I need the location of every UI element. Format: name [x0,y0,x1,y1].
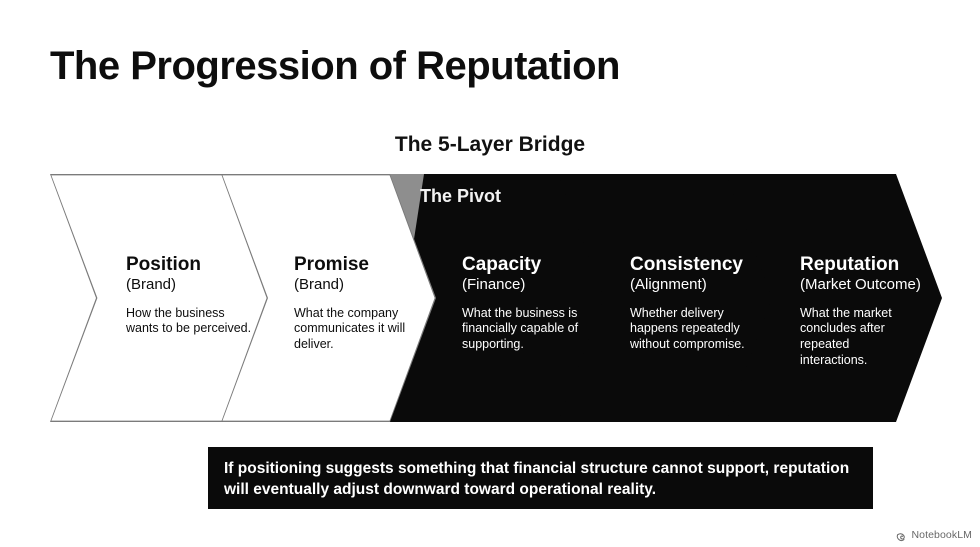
slide-subtitle: The 5-Layer Bridge [394,133,586,156]
stage-description: What the market concludes after repeated… [800,305,892,368]
chevron-diagram: Position (Brand) How the business wants … [0,168,980,428]
pivot-label: The Pivot [420,186,502,206]
stage-name: Reputation [800,254,900,275]
stage-content: Consistency (Alignment) Whether delivery… [554,174,772,422]
stage-description: Whether delivery happens repeatedly with… [630,305,745,352]
summary-banner-text: If positioning suggests something that f… [224,460,850,498]
stage-qualifier: (Alignment) [630,276,707,294]
stage-name: Capacity [462,254,542,275]
stage-description: What the company communicates it will de… [294,305,406,352]
stage-content: Promise (Brand) What the company communi… [218,174,436,422]
stage-description: How the business wants to be perceived. [126,305,252,336]
stage-name: Position [126,254,201,275]
stage-qualifier: (Brand) [294,276,345,294]
stage-name: Promise [294,254,369,275]
stage-description: What the business is financially capable… [462,305,579,352]
notebook-spiral-icon [896,530,907,541]
notebooklm-watermark: NotebookLM [896,529,972,541]
stage-qualifier: (Brand) [126,276,177,294]
stage-name: Consistency [630,254,743,275]
stage-chevron-position[interactable]: Position (Brand) How the business wants … [50,174,268,422]
stage-content: Position (Brand) How the business wants … [50,174,268,422]
stage-chevron-consistency[interactable]: Consistency (Alignment) Whether delivery… [554,174,772,422]
watermark-label: NotebookLM [911,529,972,541]
stage-content: Capacity (Finance) What the business is … [386,174,604,422]
stage-qualifier: (Market Outcome) [800,276,921,294]
stage-content: Reputation (Market Outcome) What the mar… [724,174,942,422]
page-title: The Progression of Reputation [50,44,620,88]
summary-banner: If positioning suggests something that f… [208,447,873,509]
stage-qualifier: (Finance) [462,276,526,294]
